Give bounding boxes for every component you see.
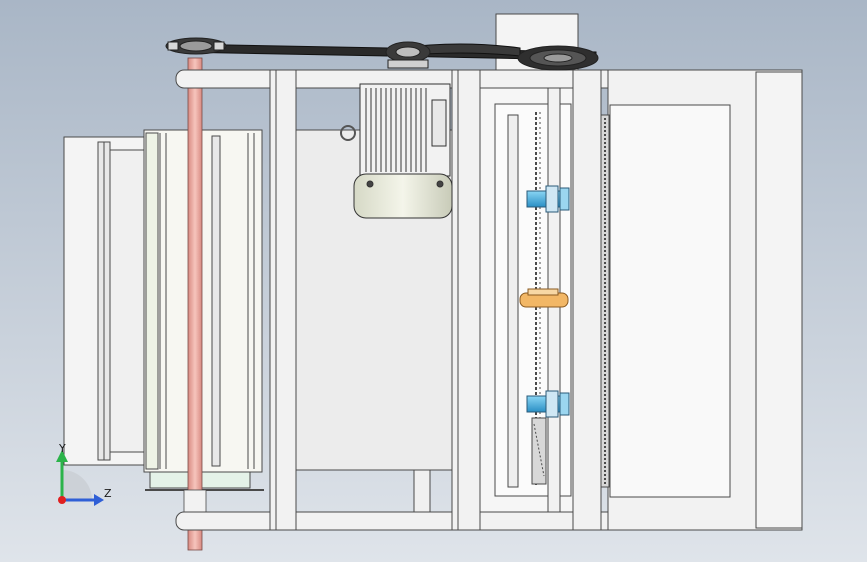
- guide-strip: [600, 114, 610, 488]
- belt-drive[interactable]: [165, 13, 599, 71]
- z-axis-label: Z: [104, 487, 112, 500]
- coordinate-triad-icon: Y Z: [56, 442, 112, 506]
- right-end-housing[interactable]: [607, 69, 803, 531]
- right-pulley[interactable]: [517, 45, 599, 71]
- clamp-lower[interactable]: [526, 390, 570, 418]
- feed-roller-assembly[interactable]: [143, 129, 264, 491]
- clamp-middle[interactable]: [519, 288, 569, 308]
- electric-motor-icon[interactable]: [340, 83, 453, 219]
- drive-shaft[interactable]: [183, 57, 207, 551]
- left-feed-housing[interactable]: [63, 136, 147, 466]
- y-axis-label: Y: [58, 442, 66, 455]
- motor-pulley[interactable]: [385, 41, 431, 69]
- left-pulley[interactable]: [165, 37, 227, 55]
- clamp-upper[interactable]: [526, 185, 570, 213]
- motor-cooling-fins: [365, 88, 427, 172]
